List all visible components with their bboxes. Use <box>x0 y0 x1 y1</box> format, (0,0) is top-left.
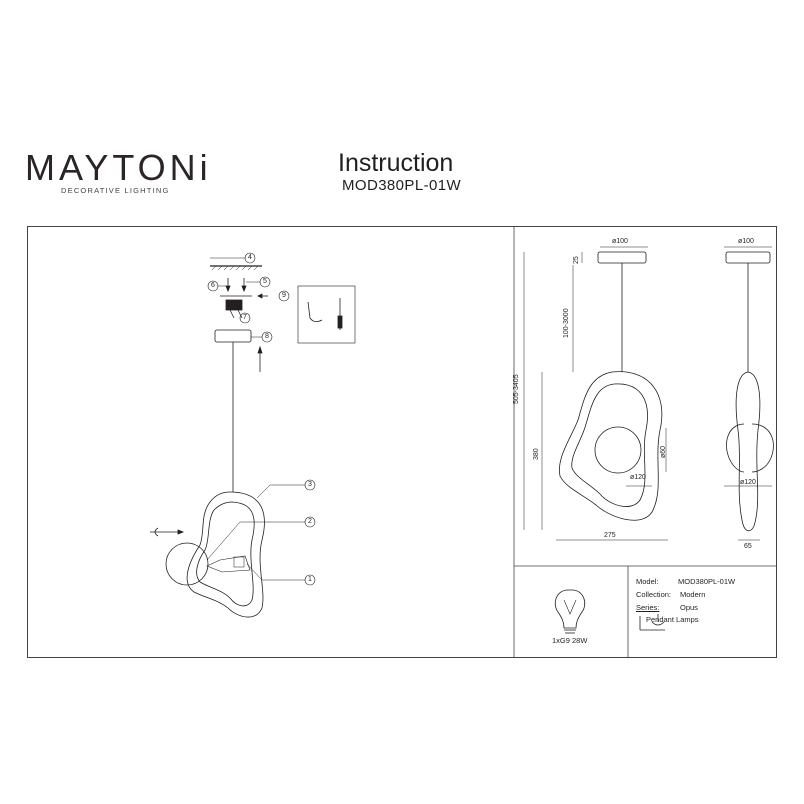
callout-5: 5 <box>263 278 267 285</box>
dim-body-height: 380 <box>533 448 540 460</box>
dim-canopy-front: ø100 <box>612 238 628 245</box>
model-number: MOD380PL-01W <box>342 177 462 194</box>
brand-tagline: DECORATIVE LIGHTING <box>61 186 170 195</box>
bulb-spec: 1xG9 28W <box>552 636 588 645</box>
brand-logo: MAYTONi <box>25 147 212 188</box>
callout-8: 8 <box>265 333 269 340</box>
callout-4: 4 <box>248 254 252 261</box>
callout-2: 2 <box>308 518 312 525</box>
dim-body-width: 275 <box>604 532 616 539</box>
dim-cable-length: 100-3000 <box>563 308 570 338</box>
callout-3: 3 <box>308 481 312 488</box>
spec-series-value: Opus <box>680 603 698 612</box>
dim-canopy-height: 25 <box>573 256 580 264</box>
spec-collection-value: Modern <box>680 590 706 599</box>
spec-model-label: Model: <box>636 577 659 586</box>
dim-body-depth: 65 <box>744 543 752 550</box>
dim-globe-inner: ø120 <box>630 474 646 481</box>
callout-1: 1 <box>308 576 312 583</box>
spec-collection-label: Collection: <box>636 590 672 599</box>
drawing-frame <box>27 226 777 658</box>
callout-7: 7 <box>243 314 247 321</box>
page-title: Instruction <box>338 149 454 177</box>
dim-total-height: 505-3405 <box>513 374 520 404</box>
callout-9: 9 <box>282 292 286 299</box>
dim-canopy-side: ø100 <box>738 238 754 245</box>
dim-globe-dia: ø60 <box>660 445 667 458</box>
spec-type-value: Pendant Lamps <box>646 615 699 624</box>
spec-model-value: MOD380PL-01W <box>678 577 736 586</box>
dim-globe-side: ø120 <box>740 479 756 486</box>
callout-6: 6 <box>211 282 215 289</box>
spec-series-label: Series: <box>636 603 660 612</box>
